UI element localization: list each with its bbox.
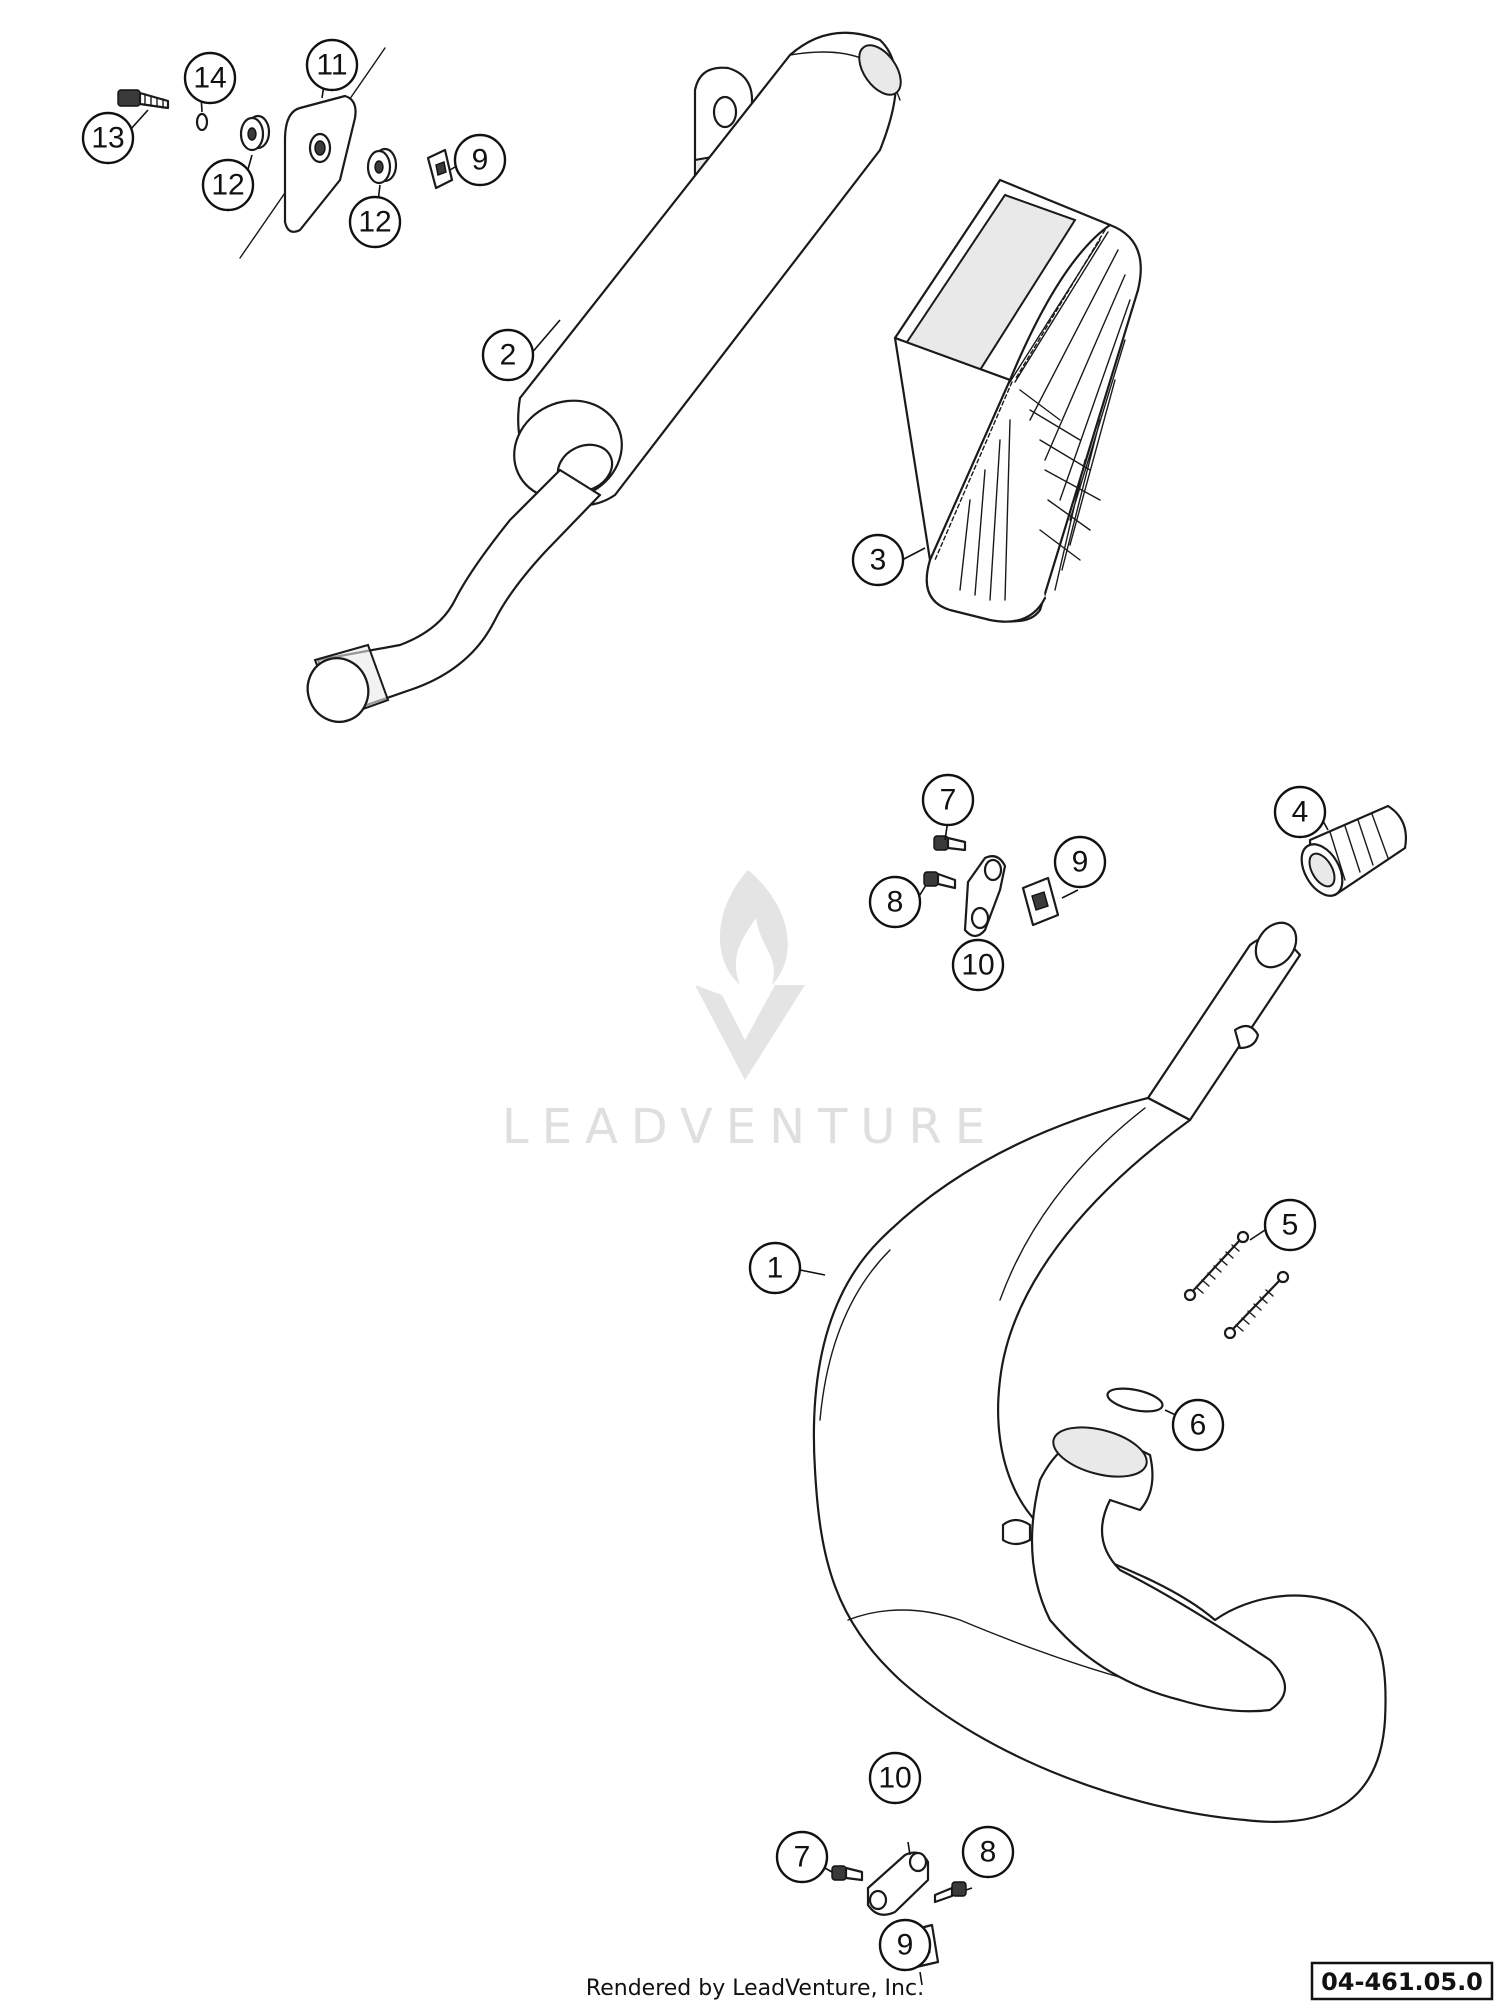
part-10-clamp-top: [963, 855, 1007, 938]
callout-5: 5: [1263, 1198, 1317, 1252]
svg-text:12: 12: [358, 206, 391, 239]
svg-text:8: 8: [980, 1836, 997, 1869]
part-14-washer: [195, 112, 209, 132]
svg-text:13: 13: [91, 122, 124, 155]
reference-number-box: 04-461.05.0: [1310, 1961, 1494, 2001]
callout-13: 13: [81, 111, 135, 165]
callout-12-lower: 12: [348, 195, 402, 249]
callout-6: 6: [1171, 1398, 1225, 1452]
leadventure-watermark: LEADVENTURE: [502, 870, 998, 1155]
svg-text:9: 9: [897, 1929, 914, 1962]
part-8-screw-top: [923, 871, 957, 890]
svg-text:6: 6: [1190, 1409, 1207, 1442]
svg-text:9: 9: [1072, 846, 1089, 879]
svg-text:12: 12: [211, 169, 244, 202]
svg-text:2: 2: [500, 339, 517, 372]
callout-8-bottom: 8: [961, 1825, 1015, 1879]
v-logo-icon: [695, 985, 805, 1080]
watermark-text: LEADVENTURE: [502, 1099, 998, 1155]
callout-1: 1: [748, 1241, 802, 1295]
part-2-silencer: [306, 31, 902, 723]
part-10-clamp-bottom: [866, 1851, 930, 1916]
part-9-speed-nut-middle: [1021, 876, 1060, 927]
callout-10-bottom: 10: [868, 1751, 922, 1805]
callout-8-top: 8: [868, 875, 922, 929]
callout-11: 11: [305, 38, 359, 92]
flame-icon: [719, 870, 788, 985]
reference-number: 04-461.05.0: [1321, 1968, 1483, 1996]
part-12-bushing-upper: [239, 114, 271, 152]
part-3-packing: [893, 178, 1142, 623]
callout-10-top: 10: [951, 938, 1005, 992]
footer-credit: Rendered by LeadVenture, Inc.: [586, 1976, 924, 2001]
svg-text:10: 10: [878, 1762, 911, 1795]
callout-3: 3: [851, 533, 905, 587]
part-13-bolt: [117, 89, 170, 110]
part-7-screw-top: [933, 835, 967, 852]
svg-text:3: 3: [870, 544, 887, 577]
svg-text:7: 7: [940, 784, 957, 817]
part-6-o-ring: [1106, 1387, 1164, 1413]
callout-14: 14: [183, 51, 237, 105]
part-4-sleeve: [1300, 804, 1407, 897]
svg-text:14: 14: [193, 62, 226, 95]
svg-text:11: 11: [316, 49, 347, 82]
callout-7-bottom: 7: [775, 1830, 829, 1884]
part-7-screw-bottom: [831, 1865, 864, 1882]
svg-text:1: 1: [767, 1252, 784, 1285]
callout-2: 2: [481, 328, 535, 382]
svg-text:9: 9: [472, 144, 489, 177]
svg-text:5: 5: [1282, 1209, 1299, 1242]
svg-text:7: 7: [794, 1841, 811, 1874]
part-8-screw-bottom: [933, 1881, 967, 1904]
callout-9-top: 9: [453, 133, 507, 187]
part-9-speed-nut-top: [426, 148, 454, 190]
svg-text:4: 4: [1292, 796, 1309, 829]
part-12-bushing-lower: [366, 147, 398, 185]
callout-12-upper: 12: [201, 158, 255, 212]
callout-9-bottom: 9: [878, 1918, 932, 1972]
svg-text:10: 10: [961, 949, 994, 982]
svg-text:8: 8: [887, 886, 904, 919]
callout-7-top: 7: [921, 773, 975, 827]
part-1-expansion-chamber: [812, 921, 1387, 1823]
part-11-bracket: [239, 47, 386, 259]
part-5-springs: [1183, 1230, 1290, 1340]
callout-4: 4: [1273, 785, 1327, 839]
callout-9-middle: 9: [1053, 835, 1107, 889]
